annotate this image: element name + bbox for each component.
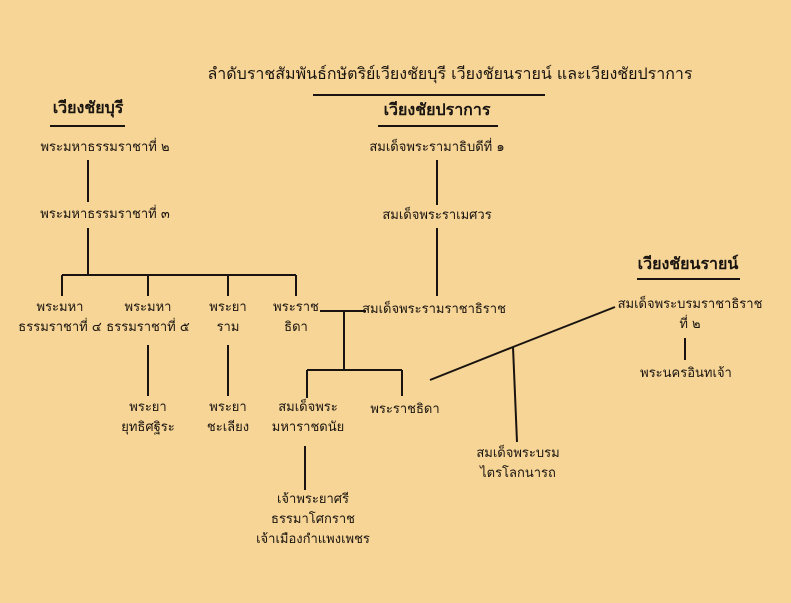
- person-maha-thammaracha-4: พระมหาธรรมราชาที่ ๔: [18, 300, 102, 335]
- group-chai-buri: เวียงชัยบุรี: [52, 98, 124, 117]
- person-maha-thammaracha-2: พระมหาธรรมราชาที่ ๒: [40, 140, 170, 155]
- person-chao-phraya-si: เจ้าพระยาศรีธรรมาโศกราชเจ้าเมืองกำแพงเพช…: [256, 492, 370, 547]
- chart-title: ลำดับราชสัมพันธ์กษัตริย์เวียงชัยบุรี เวี…: [207, 64, 693, 83]
- person-maha-thammaracha-5: พระมหาธรรมราชาที่ ๕: [106, 300, 190, 335]
- person-trailokanat: สมเด็จพระบรมไตรโลกนารถ: [476, 446, 560, 481]
- person-nakhon-in: พระนครอินทเจ้า: [640, 366, 732, 381]
- group-chai-narai: เวียงชัยนรายน์: [637, 254, 739, 273]
- person-maharat-danai: สมเด็จพระมหาราชดนัย: [271, 400, 345, 435]
- person-maha-thammaracha-3: พระมหาธรรมราชาที่ ๓: [40, 207, 170, 222]
- person-phraya-ram: พระยาราม: [209, 300, 247, 335]
- person-ramathibodi-1: สมเด็จพระรามาธิบดีที่ ๑: [369, 140, 505, 155]
- person-borommarachathirat-2: สมเด็จพระบรมราชาธิราชที่ ๒: [617, 297, 763, 332]
- group-chai-prakan: เวียงชัยปราการ: [383, 100, 491, 119]
- person-princess-2: พระราชธิดา: [370, 402, 440, 417]
- person-phraya-yutthisathira: พระยายุทธิศฐิระ: [121, 400, 175, 435]
- person-phraya-chaliang: พระยาชะเลียง: [206, 400, 250, 435]
- person-ramesuan: สมเด็จพระราเมศวร: [382, 208, 492, 223]
- person-princess-1: พระราชธิดา: [273, 300, 319, 335]
- person-ramracha: สมเด็จพระรามราชาธิราช: [362, 302, 506, 317]
